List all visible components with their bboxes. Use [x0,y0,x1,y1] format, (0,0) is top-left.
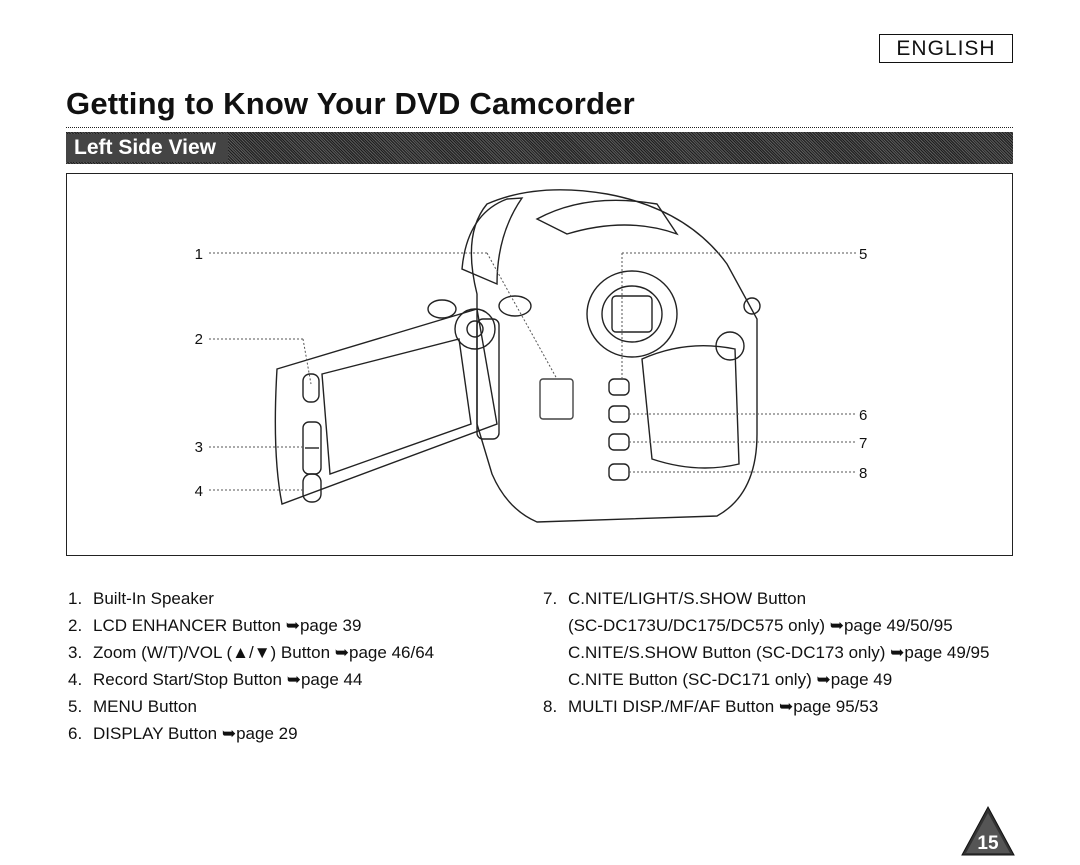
list-item: 6.DISPLAY Button ➥page 29 [68,724,298,743]
parts-list-right: 7.C.NITE/LIGHT/S.SHOW Button (SC-DC173U/… [543,585,989,720]
list-item: C.NITE Button (SC-DC171 only) ➥page 49 [568,670,893,689]
side-button [608,405,630,423]
lens-barrel [461,197,524,286]
page-number-badge: 15 [961,805,1015,856]
hand-strap [641,345,740,469]
camera-body [470,189,758,523]
callout-6: 6 [859,407,867,424]
list-item: 3.Zoom (W/T)/VOL (▲/▼) Button ➥page 46/6… [68,643,435,662]
list-item: 2.LCD ENHANCER Button ➥page 39 [68,616,362,635]
side-button [608,378,630,396]
list-item: C.NITE/S.SHOW Button (SC-DC173 only) ➥pa… [568,643,990,662]
list-item: 5.MENU Button [68,697,197,716]
camcorder-diagram: 1 2 3 4 5 6 7 8 [66,173,1013,556]
side-button [608,433,630,451]
callout-2: 2 [195,331,203,348]
callout-5: 5 [859,246,867,263]
list-item: (SC-DC173U/DC175/DC575 only) ➥page 49/50… [568,616,953,635]
speaker-grill [539,378,574,420]
parts-list-left: 1.Built-In Speaker 2.LCD ENHANCER Button… [68,585,434,747]
language-label: ENGLISH [879,34,1013,63]
list-item: 8.MULTI DISP./MF/AF Button ➥page 95/53 [543,697,879,716]
viewfinder-eyecup [586,270,678,358]
page-number: 15 [977,833,999,854]
list-item: 1.Built-In Speaker [68,589,214,608]
page-title: Getting to Know Your DVD Camcorder [66,86,635,121]
parts-list: 1.Built-In Speaker 2.LCD ENHANCER Button… [66,585,1013,755]
joystick [454,308,496,350]
side-button [608,463,630,481]
callout-8: 8 [859,465,867,482]
lcd-screen [321,338,472,475]
callout-4: 4 [195,483,203,500]
record-button [302,473,322,503]
lcd-enhancer-button [302,373,320,403]
camcorder-illustration: 1 2 3 4 5 6 7 8 [195,189,867,523]
section-label: Left Side View [66,134,228,162]
callout-1: 1 [195,246,203,263]
title-divider [66,127,1013,128]
list-item: 4.Record Start/Stop Button ➥page 44 [68,670,363,689]
lcd-panel [274,308,498,505]
callout-3: 3 [195,439,203,456]
callout-7: 7 [859,435,867,452]
list-item: 7.C.NITE/LIGHT/S.SHOW Button [543,589,807,608]
